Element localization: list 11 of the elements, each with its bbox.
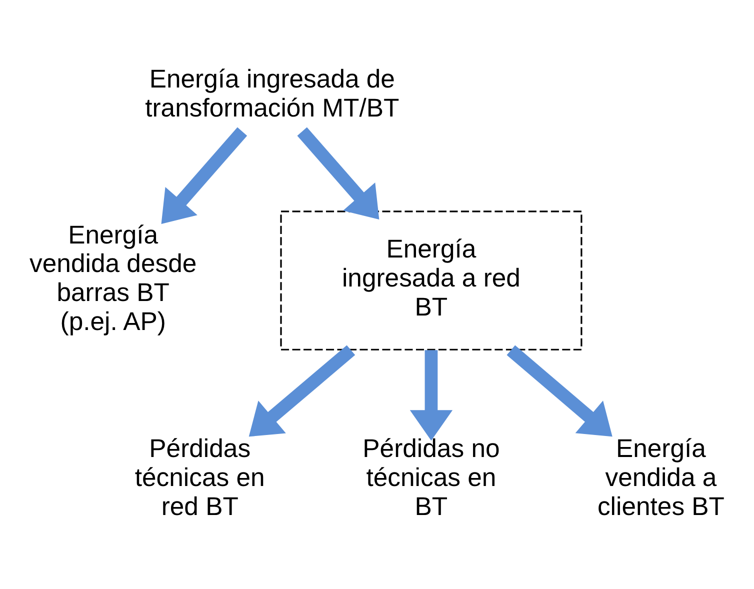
node-text: Energía ingresada de transformación MT/BT [145,64,400,122]
node-text: Energía vendida desde barras BT (p.ej. AP) [30,220,197,336]
arrow [248,344,356,436]
arrow [506,344,612,436]
arrow [297,126,380,219]
node-text: Energía vendida a clientes BT [597,434,725,520]
node-text: Pérdidas técnicas en red BT [134,434,265,520]
node-text: Pérdidas no técnicas en BT [362,434,500,520]
arrow [410,350,453,440]
arrow [161,126,248,224]
node-box: Energía ingresada a red BT [280,210,582,350]
